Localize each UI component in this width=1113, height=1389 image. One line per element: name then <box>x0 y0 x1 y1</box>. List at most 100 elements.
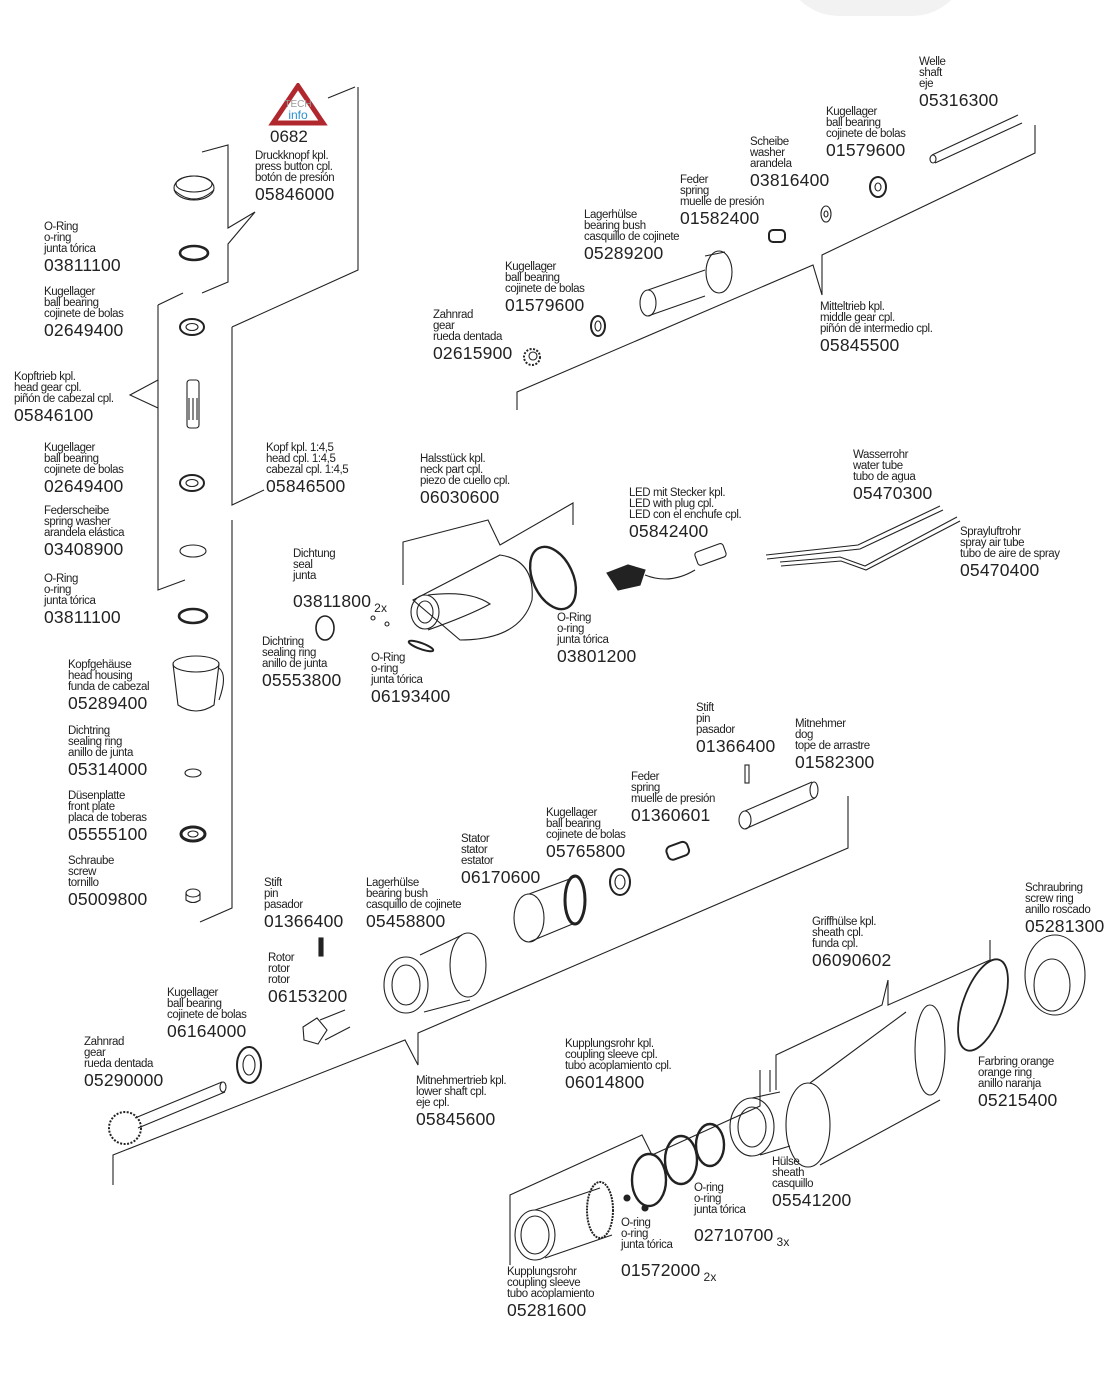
part-name-en: ball bearing <box>546 818 601 830</box>
led-drawing <box>606 543 727 591</box>
part-number[interactable]: 05846100 <box>14 405 94 425</box>
part-number[interactable]: 05314000 <box>68 759 148 779</box>
part-number[interactable]: 01366400 <box>264 911 344 931</box>
part-name-es: casquillo de cojinete <box>584 231 680 243</box>
part-number[interactable]: 05009800 <box>68 889 148 909</box>
part-name-de: Dichtring <box>262 636 304 648</box>
part-number[interactable]: 05281300 <box>1025 916 1105 936</box>
dog-drawing <box>738 781 819 830</box>
part-name-en: lower shaft cpl. <box>416 1086 487 1098</box>
bracket-sheath <box>769 940 991 1092</box>
part-number[interactable]: 06193400 <box>371 686 451 706</box>
part-number[interactable]: 05215400 <box>978 1090 1058 1110</box>
part-number[interactable]: 03811800 <box>293 591 372 611</box>
part-number[interactable]: 01579600 <box>826 140 906 160</box>
part-number[interactable]: 05470400 <box>960 560 1040 580</box>
part-name-en: ball bearing <box>167 998 222 1010</box>
part-number[interactable]: 05553800 <box>262 670 342 690</box>
tech-info-badge[interactable]: TECH info 0682 <box>268 81 328 146</box>
part-number[interactable]: 05541200 <box>772 1190 852 1210</box>
tech-text: TECH <box>284 99 311 110</box>
part-number[interactable]: 05842400 <box>629 521 709 541</box>
part-number[interactable]: 05846000 <box>255 184 335 204</box>
part-number[interactable]: 01366400 <box>696 736 776 756</box>
part-number[interactable]: 05845500 <box>820 335 900 355</box>
warning-triangle-icon: TECH info <box>268 81 328 126</box>
part-number[interactable]: 03408900 <box>44 539 124 559</box>
part-name-de: Dichtung <box>293 548 336 560</box>
part-number[interactable]: 06014800 <box>565 1072 645 1092</box>
part-name-de: LED mit Stecker kpl. <box>629 487 726 499</box>
part-name-de: Halsstück kpl. <box>420 453 486 465</box>
ball-bearing-drawing-2 <box>179 474 205 492</box>
part-number[interactable]: 06153200 <box>268 986 348 1006</box>
part-number[interactable]: 01572000 <box>621 1260 701 1280</box>
part-name-de: O-ring <box>621 1217 651 1229</box>
part-name-de: Lagerhülse <box>366 877 419 889</box>
part-name-es: cojinete de bolas <box>505 283 585 295</box>
seal-dot-drawing <box>370 615 376 621</box>
part-number[interactable]: 01582300 <box>795 752 875 772</box>
part-name-es: piñón de cabezal cpl. <box>14 393 114 405</box>
part-name-de: Feder <box>680 174 709 186</box>
part-number[interactable]: 05470300 <box>853 483 933 503</box>
part-number[interactable]: 05845600 <box>416 1109 496 1129</box>
part-number[interactable]: 05290000 <box>84 1070 164 1090</box>
part-label: Mitnehmertrieb kpl.lower shaft cpl.eje c… <box>416 1075 507 1129</box>
part-name-es: anillo de junta <box>68 747 133 759</box>
part-label: Druckknopf kpl.press button cpl.botón de… <box>255 150 335 204</box>
part-number[interactable]: 06030600 <box>420 487 500 507</box>
part-name-en: seal <box>293 559 313 571</box>
part-number[interactable]: 01582400 <box>680 208 760 228</box>
part-name-de: O-Ring <box>557 612 592 624</box>
quantity-badge: 3x <box>776 1235 790 1249</box>
part-number[interactable]: 03816400 <box>750 170 830 190</box>
part-number[interactable]: 05289400 <box>68 693 148 713</box>
part-name-es: anillo de junta <box>262 658 327 670</box>
part-number[interactable]: 02649400 <box>44 320 124 340</box>
part-name-en: neck part cpl. <box>420 464 483 476</box>
part-number[interactable]: 02649400 <box>44 476 124 496</box>
part-number[interactable]: 02710700 <box>694 1225 774 1245</box>
part-name-es: tornillo <box>68 877 99 889</box>
part-number[interactable]: 05765800 <box>546 841 626 861</box>
part-number[interactable]: 05316300 <box>919 90 999 110</box>
part-name-es: cojinete de bolas <box>167 1009 247 1021</box>
sealing-ring-small-drawing <box>315 615 335 641</box>
part-number[interactable]: 02615900 <box>433 343 513 363</box>
part-name-en: front plate <box>68 801 115 813</box>
part-name-de: Stift <box>264 877 282 889</box>
part-number[interactable]: 05555100 <box>68 824 148 844</box>
part-number[interactable]: 06164000 <box>167 1021 247 1041</box>
part-name-en: gear <box>84 1047 106 1059</box>
spring-drawing-2 <box>665 840 691 861</box>
o-ring-coupling-drawing-2 <box>663 1134 699 1186</box>
part-name-es: cojinete de bolas <box>546 829 626 841</box>
part-number[interactable]: 05846500 <box>266 476 346 496</box>
part-name-es: eje <box>919 78 934 90</box>
part-number[interactable]: 03811100 <box>44 607 121 627</box>
part-number[interactable]: 03811100 <box>44 255 121 275</box>
part-number[interactable]: 01579600 <box>505 295 585 315</box>
part-name-es: cabezal cpl. 1:4,5 <box>266 464 349 476</box>
part-number[interactable]: 01360601 <box>631 805 711 825</box>
quantity-badge: 2x <box>374 601 388 615</box>
part-number[interactable]: 06090602 <box>812 950 892 970</box>
part-name-en: o-ring <box>371 663 399 675</box>
part-number[interactable]: 05289200 <box>584 243 664 263</box>
part-number[interactable]: 05458800 <box>366 911 446 931</box>
part-number[interactable]: 06170600 <box>461 867 541 887</box>
part-name-en: dog <box>795 729 813 741</box>
front-plate-drawing <box>179 825 207 843</box>
part-name-de: Kugellager <box>44 442 95 454</box>
part-name-en: sealing ring <box>262 647 317 659</box>
part-number[interactable]: 05281600 <box>507 1300 587 1320</box>
part-number[interactable]: 03801200 <box>557 646 637 666</box>
